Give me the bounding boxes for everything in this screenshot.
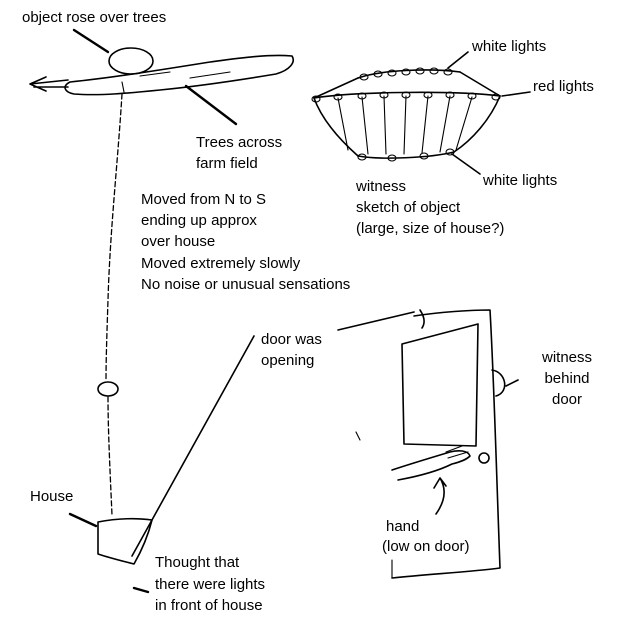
house-outline xyxy=(97,517,153,565)
direction-arrow xyxy=(29,76,69,92)
label-moved-line2: ending up approx xyxy=(141,212,257,229)
hand-drawing xyxy=(391,450,471,481)
sketch-red-band xyxy=(313,91,501,99)
label-witness-line2: behind xyxy=(544,370,590,387)
label-white-lights-bottom: white lights xyxy=(483,172,558,189)
witness-pointer xyxy=(505,379,519,387)
door-tick xyxy=(355,431,361,441)
path-upper xyxy=(105,93,123,381)
label-moved-line3: over house xyxy=(141,233,216,250)
object-rose-pointer xyxy=(72,28,110,54)
label-thought-line1: Thought that xyxy=(155,554,240,571)
trees-pointer xyxy=(184,84,238,126)
label-witness-line3: door xyxy=(551,391,583,408)
label-thought-line2: there were lights xyxy=(155,576,266,593)
tree-line-detail xyxy=(121,71,231,93)
witness-head xyxy=(491,369,506,397)
label-sketch-line2: sketch of object xyxy=(356,199,461,216)
label-red-lights: red lights xyxy=(533,78,594,95)
trees-and-object-drawing xyxy=(29,28,294,126)
label-sketch-line3: (large, size of house?) xyxy=(356,220,505,237)
house-drawing xyxy=(68,335,255,594)
object-sketch xyxy=(311,51,531,175)
label-hand-line1: hand xyxy=(386,518,420,535)
label-hand-line2: (low on door) xyxy=(382,538,470,555)
hand-pointer xyxy=(433,477,447,515)
label-thought-line3: in front of house xyxy=(155,597,263,614)
label-witness-line1: witness xyxy=(541,349,593,366)
label-sketch-line1: witness xyxy=(356,178,407,195)
white-lights-bottom-pointer xyxy=(451,153,481,175)
object-over-house xyxy=(97,381,119,397)
label-moved-line1: Moved from N to S xyxy=(141,191,267,208)
label-trees-line2: farm field xyxy=(196,155,258,172)
door-window xyxy=(401,323,479,447)
label-house: House xyxy=(30,488,74,505)
label-moved-line4: Moved extremely slowly xyxy=(141,255,301,272)
label-object-rose: object rose over trees xyxy=(22,9,167,26)
tree-line xyxy=(64,54,294,96)
label-door-line1: door was xyxy=(261,331,322,348)
label-door-line2: opening xyxy=(261,352,315,369)
red-lights-pointer xyxy=(501,91,531,97)
object-oval xyxy=(108,47,154,75)
sketch-top-rim xyxy=(357,69,461,79)
label-trees-line1: Trees across xyxy=(196,134,283,151)
sketch-upper-sides xyxy=(313,71,501,99)
hand-fingers xyxy=(445,445,469,459)
door-drawing xyxy=(337,309,519,579)
label-white-lights-top: white lights xyxy=(472,38,547,55)
label-moved-line5: No noise or unusual sensations xyxy=(141,276,351,293)
door-opening-marks xyxy=(337,309,425,331)
white-lights-top-pointer xyxy=(447,51,469,69)
door-frame xyxy=(391,309,501,579)
door-knob-icon xyxy=(478,452,490,464)
door-opening-pointer xyxy=(131,335,255,557)
house-pointer xyxy=(68,512,98,528)
thought-tick xyxy=(132,586,150,594)
object-path xyxy=(97,93,123,516)
path-lower xyxy=(107,396,113,516)
sketch-bottom-rim xyxy=(357,151,455,159)
sketch-lower-sides xyxy=(313,95,501,157)
